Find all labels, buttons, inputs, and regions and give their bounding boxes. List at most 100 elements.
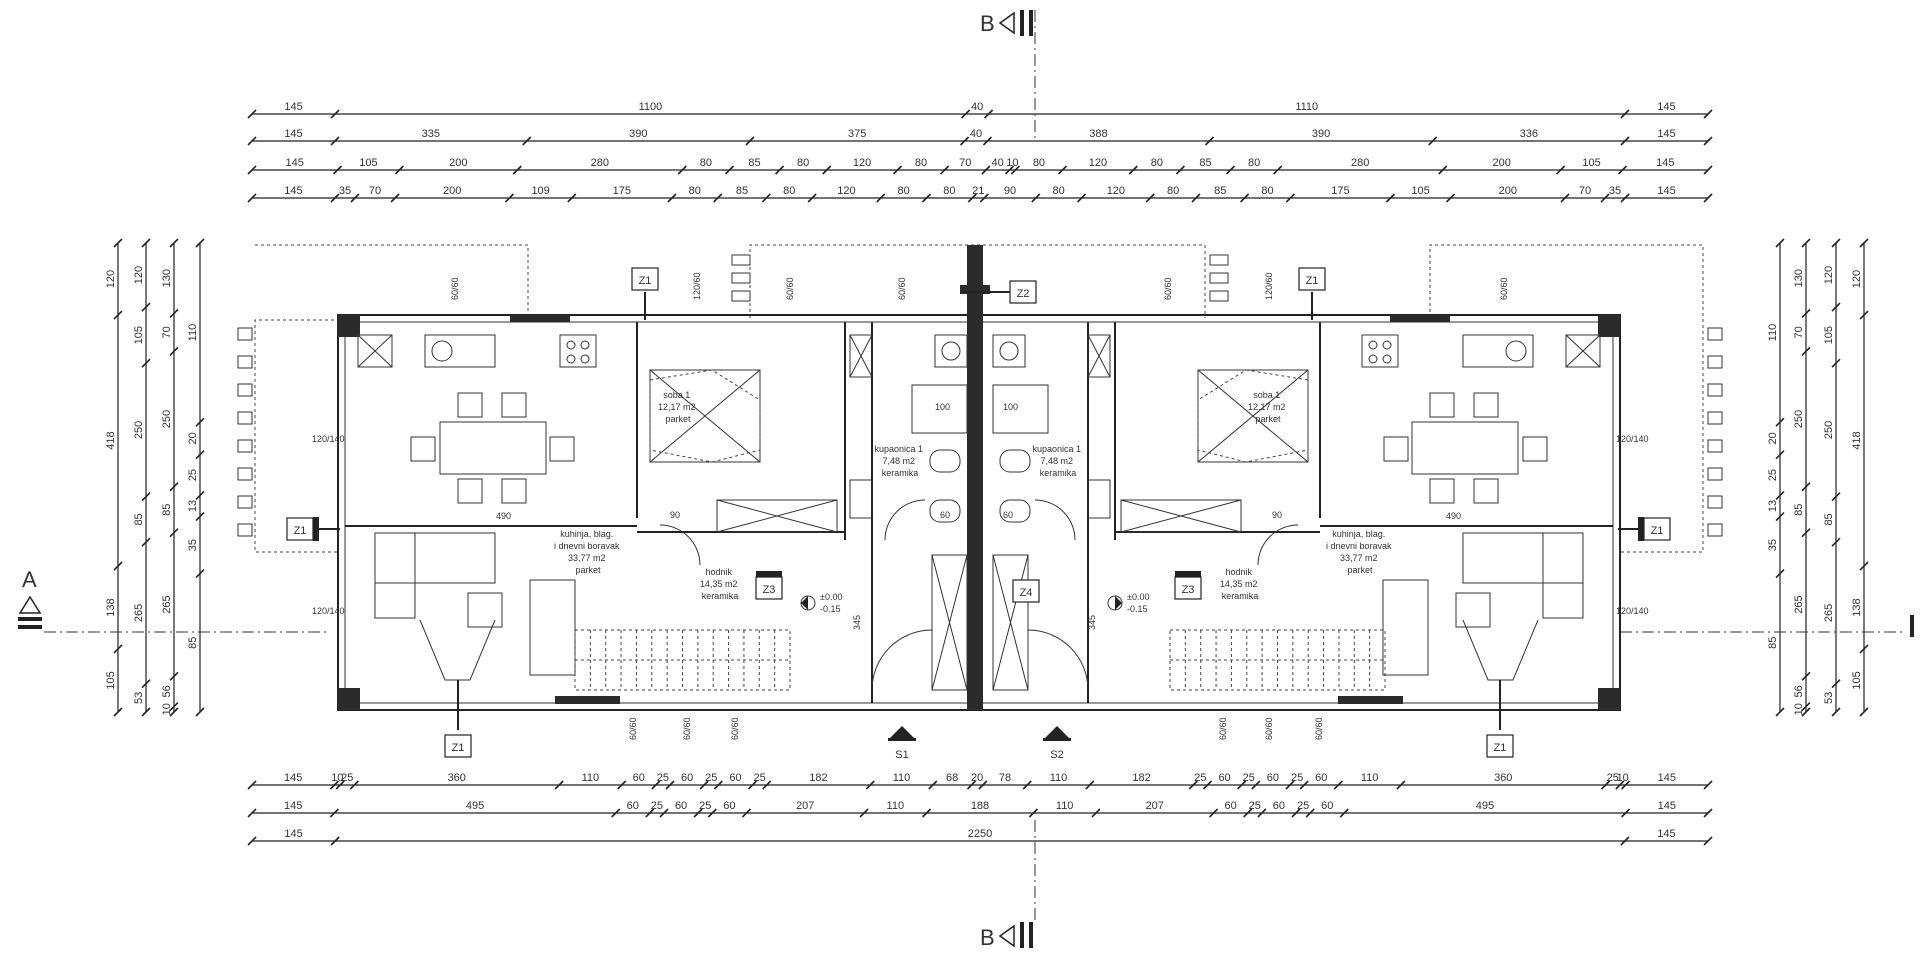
tag-z3-right: Z3 bbox=[1174, 571, 1202, 600]
dimension-value: 53 bbox=[133, 692, 145, 704]
svg-text:120/140: 120/140 bbox=[1616, 606, 1649, 616]
dimension-value: 60 bbox=[1273, 800, 1285, 812]
dimension-value: 40 bbox=[970, 128, 982, 140]
dimension-value: 25 bbox=[699, 800, 711, 812]
dimension-value: 250 bbox=[133, 421, 145, 439]
svg-text:60/60: 60/60 bbox=[450, 277, 460, 300]
svg-text:Z1: Z1 bbox=[639, 275, 652, 287]
dimension-value: 182 bbox=[809, 772, 827, 784]
room-left-bath: kupaonica 1 7,48 m2 keramika bbox=[874, 444, 925, 478]
dimension-value: 25 bbox=[1194, 772, 1206, 784]
dimension-value: 375 bbox=[848, 128, 866, 140]
dimension-value: 70 bbox=[959, 157, 971, 169]
dimension-value: 145 bbox=[1657, 185, 1675, 197]
svg-text:Z1: Z1 bbox=[294, 525, 307, 537]
svg-text:120/60: 120/60 bbox=[1264, 272, 1274, 300]
svg-text:60/60: 60/60 bbox=[1264, 717, 1274, 740]
dimension-value: 85 bbox=[1823, 513, 1835, 525]
dimension-value: 250 bbox=[1823, 421, 1835, 439]
dimension-value: 145 bbox=[284, 828, 302, 840]
svg-text:345: 345 bbox=[1087, 615, 1097, 630]
furniture-left bbox=[357, 334, 968, 691]
dimension-value: 35 bbox=[1767, 539, 1779, 551]
dimension-value: 2250 bbox=[968, 828, 992, 840]
tag-z1-bottom-left: Z1 bbox=[444, 680, 472, 758]
dimension-value: 360 bbox=[448, 772, 466, 784]
dimension-value: 25 bbox=[1767, 469, 1779, 481]
svg-text:-0.15: -0.15 bbox=[820, 604, 841, 614]
dimension-value: 110 bbox=[1767, 324, 1779, 342]
dimension-value: 25 bbox=[1297, 800, 1309, 812]
dimension-value: 70 bbox=[161, 326, 173, 338]
svg-text:100: 100 bbox=[935, 402, 950, 412]
section-marker-a-right bbox=[1620, 615, 1914, 637]
dimension-value: 90 bbox=[1004, 185, 1016, 197]
dimension-value: 250 bbox=[1793, 410, 1805, 428]
svg-text:±0.00: ±0.00 bbox=[820, 592, 842, 602]
level-marker-left: ±0.00 -0.15 bbox=[800, 592, 842, 614]
section-marker-b-bottom: B bbox=[980, 820, 1036, 950]
svg-text:100: 100 bbox=[1003, 402, 1018, 412]
dimension-value: 70 bbox=[369, 185, 381, 197]
dimension-value: 13 bbox=[1767, 500, 1779, 512]
dimension-value: 336 bbox=[1520, 128, 1538, 140]
stairs-right bbox=[1169, 629, 1386, 691]
dimension-value: 85 bbox=[736, 185, 748, 197]
dimension-value: 10 bbox=[1617, 772, 1629, 784]
dimension-value: 1110 bbox=[1295, 101, 1318, 113]
room-left-living: kuhinja, blag. i dnevni boravak 33,77 m2… bbox=[554, 529, 622, 575]
svg-text:60/60: 60/60 bbox=[897, 277, 907, 300]
dimension-value: 25 bbox=[1291, 772, 1303, 784]
section-marker-a-left: A bbox=[18, 567, 330, 633]
dimension-value: 265 bbox=[161, 595, 173, 613]
dimension-value: 70 bbox=[1579, 185, 1591, 197]
section-label-b-top: B bbox=[980, 11, 995, 36]
tag-z1-top-left: Z1 bbox=[631, 267, 659, 320]
dimension-value: 110 bbox=[1050, 772, 1068, 784]
svg-text:120/140: 120/140 bbox=[1616, 434, 1649, 444]
svg-text:490: 490 bbox=[496, 511, 511, 521]
dimension-value: 105 bbox=[1851, 671, 1863, 689]
svg-text:60/60: 60/60 bbox=[628, 717, 638, 740]
dimension-value: 145 bbox=[286, 157, 304, 169]
dimension-value: 85 bbox=[1199, 157, 1211, 169]
room-labels: kuhinja, blag. i dnevni boravak 33,77 m2… bbox=[554, 390, 1392, 601]
entry-marker-s1: S1 bbox=[888, 726, 916, 761]
dimension-value: 20 bbox=[971, 772, 983, 784]
dimension-value: 35 bbox=[339, 185, 351, 197]
dimension-value: 35 bbox=[1609, 185, 1621, 197]
dimension-value: 105 bbox=[105, 671, 117, 689]
room-right-bath: kupaonica 1 7,48 m2 keramika bbox=[1032, 444, 1083, 478]
svg-text:60/60: 60/60 bbox=[785, 277, 795, 300]
dimension-value: 13 bbox=[187, 500, 199, 512]
tag-z3-left: Z3 bbox=[755, 571, 783, 600]
dimension-value: 80 bbox=[783, 185, 795, 197]
dimension-value: 80 bbox=[915, 157, 927, 169]
dimension-value: 25 bbox=[187, 469, 199, 481]
dimension-value: 280 bbox=[1351, 157, 1369, 169]
svg-text:60: 60 bbox=[1003, 510, 1013, 520]
dimension-value: 10 bbox=[161, 703, 173, 715]
dimension-value: 120 bbox=[837, 185, 855, 197]
dimension-value: 70 bbox=[1793, 326, 1805, 338]
dimension-value: 60 bbox=[1218, 772, 1230, 784]
dimension-value: 25 bbox=[1607, 772, 1619, 784]
dimension-value: 145 bbox=[1658, 800, 1676, 812]
dimension-value: 80 bbox=[1167, 185, 1179, 197]
dimension-value: 120 bbox=[1851, 270, 1863, 288]
room-right-hall: hodnik 14,35 m2 keramika bbox=[1220, 567, 1260, 601]
dimension-value: 120 bbox=[1823, 266, 1835, 284]
dimension-value: 105 bbox=[133, 326, 145, 344]
dimension-value: 60 bbox=[723, 800, 735, 812]
svg-text:Z2: Z2 bbox=[1017, 288, 1030, 300]
dimension-value: 200 bbox=[1493, 157, 1511, 169]
dimension-value: 25 bbox=[705, 772, 717, 784]
dimension-value: 495 bbox=[1476, 800, 1494, 812]
dimension-value: 1100 bbox=[639, 101, 663, 113]
tag-z1-top-right: Z1 bbox=[1298, 267, 1326, 320]
stairs-left bbox=[574, 629, 791, 691]
dimension-value: 182 bbox=[1132, 772, 1150, 784]
dimension-value: 85 bbox=[187, 637, 199, 649]
dimension-value: 200 bbox=[1499, 185, 1517, 197]
